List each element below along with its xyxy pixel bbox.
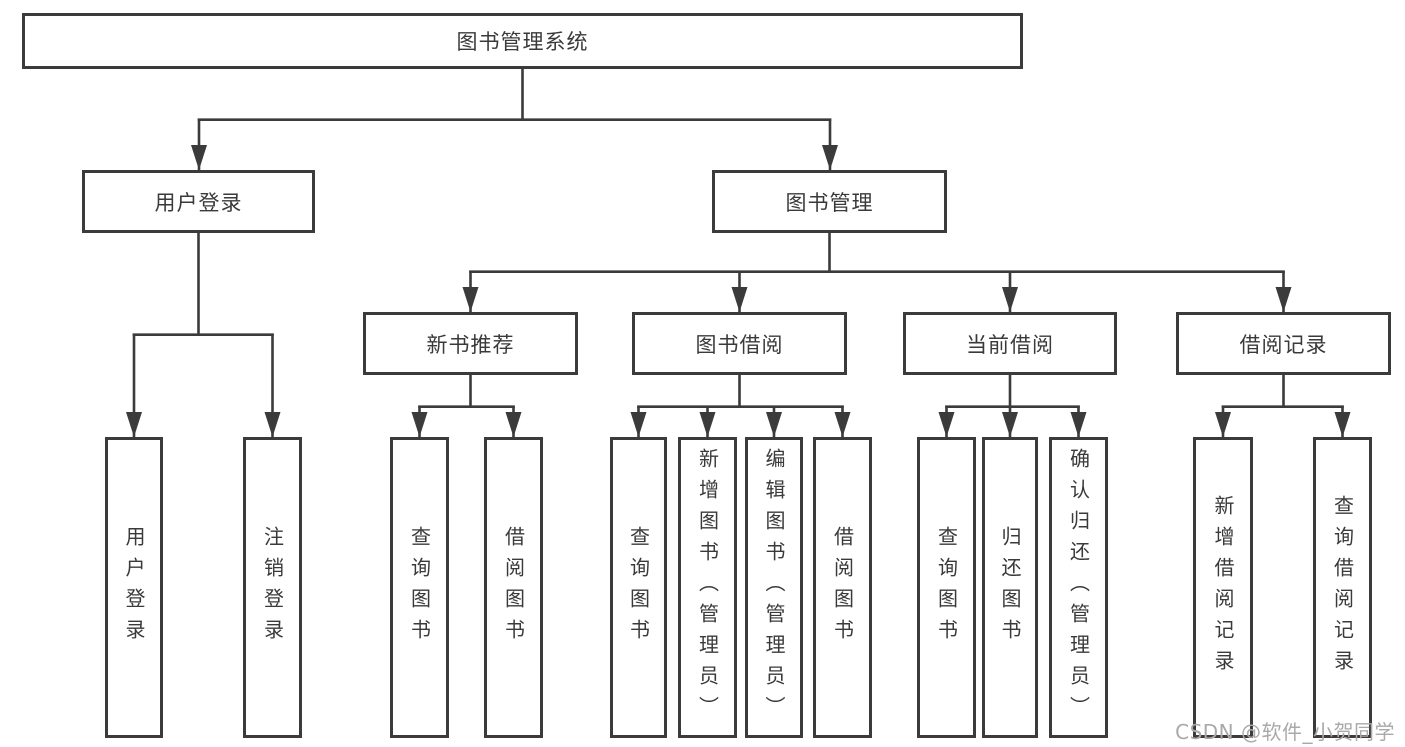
connector-new-book-recommend-children: [411, 375, 522, 437]
leaf-user-login: 用户登录: [105, 437, 163, 738]
node-label: 借阅图书: [830, 525, 855, 650]
watermark-text: CSDN @软件_小贺同学: [1175, 720, 1395, 744]
leaf-confirm-return-admin: 确认归还（管理员）: [1049, 437, 1108, 738]
leaf-query-book-current: 查询图书: [917, 437, 976, 738]
node-label: 用户登录: [122, 525, 146, 650]
node-label: 图书管理系统: [456, 30, 589, 54]
leaf-return-book: 归还图书: [982, 437, 1038, 738]
connector-user-login-children: [126, 233, 281, 437]
leaf-edit-book-admin: 编辑图书（管理员）: [745, 437, 803, 738]
leaf-borrow-book-recommend: 借阅图书: [484, 437, 543, 738]
leaf-add-book-admin: 新增图书（管理员）: [678, 437, 737, 738]
node-label: 借阅记录: [1239, 332, 1328, 357]
leaf-query-book-borrow: 查询图书: [610, 437, 667, 738]
node-label: 图书管理: [785, 190, 874, 215]
node-label: 查询借阅记录: [1330, 494, 1355, 681]
node-label: 新增图书（管理员）: [695, 448, 720, 727]
node-user-login: 用户登录: [82, 170, 315, 233]
node-book-borrow: 图书借阅: [632, 312, 847, 375]
leaf-query-book-recommend: 查询图书: [390, 437, 449, 738]
node-label: 查询图书: [626, 525, 651, 650]
node-borrow-record: 借阅记录: [1176, 312, 1391, 375]
node-current-borrow: 当前借阅: [903, 312, 1117, 375]
node-root-system: 图书管理系统: [22, 13, 1023, 69]
node-label: 当前借阅: [966, 332, 1054, 357]
connector-borrow-record-children: [1215, 375, 1351, 437]
connector-root-to-level2: [191, 69, 838, 170]
node-label: 查询图书: [934, 525, 959, 650]
node-label: 图书借阅: [695, 332, 784, 357]
node-label: 注销登录: [260, 525, 285, 650]
node-book-management: 图书管理: [712, 170, 947, 233]
node-label: 确认归还（管理员）: [1066, 448, 1091, 727]
connector-book-borrow-children: [630, 375, 851, 437]
leaf-query-borrow-record: 查询借阅记录: [1313, 437, 1372, 738]
node-new-book-recommend: 新书推荐: [363, 312, 578, 375]
leaf-logout: 注销登录: [243, 437, 302, 738]
node-label: 新增借阅记录: [1211, 494, 1235, 681]
node-label: 借阅图书: [501, 525, 526, 650]
node-label: 新书推荐: [426, 332, 515, 357]
node-label: 查询图书: [407, 525, 432, 650]
node-label: 归还图书: [998, 525, 1022, 650]
node-label: 用户登录: [154, 190, 243, 215]
connector-book-management-children: [462, 233, 1292, 312]
leaf-borrow-book: 借阅图书: [813, 437, 872, 738]
connector-current-borrow-children: [938, 375, 1087, 437]
leaf-add-borrow-record: 新增借阅记录: [1193, 437, 1253, 738]
node-label: 编辑图书（管理员）: [762, 448, 786, 727]
